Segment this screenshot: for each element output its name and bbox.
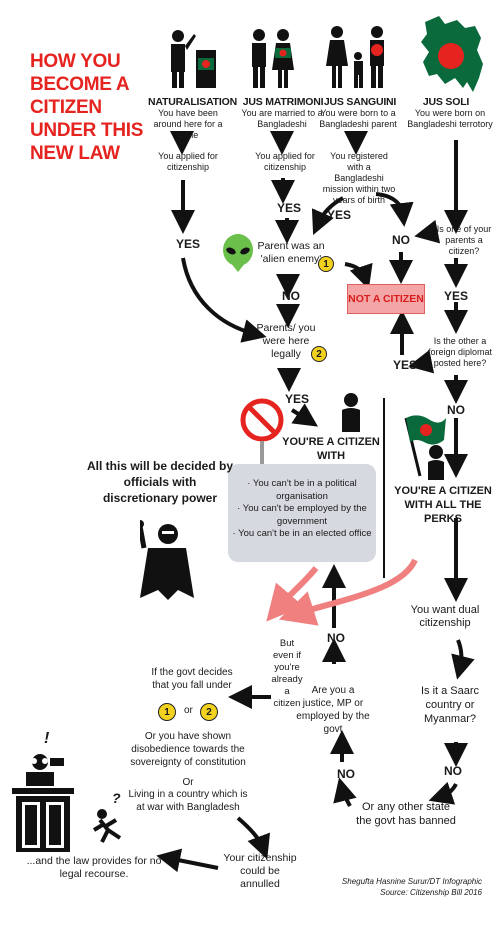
no-recourse-text: ...and the law provides for no legal rec… xyxy=(26,855,162,880)
alien-icon xyxy=(223,234,253,272)
one-parent-question: Is one of your parents a citizen? xyxy=(436,224,492,256)
restriction-item: · You can't be employed by the governmen… xyxy=(237,503,367,527)
naturalisation-applied: You applied for citizenship xyxy=(158,151,218,172)
saarc-no: NO xyxy=(444,764,462,778)
col-sanguini-head: JUS SANGUINI xyxy=(323,96,397,108)
parents-yes: YES xyxy=(285,392,310,406)
official-villain-icon xyxy=(140,520,194,600)
col-soli-head: JUS SOLI xyxy=(422,96,470,108)
marker-2-repeat: 2 xyxy=(200,703,218,721)
restriction-item: · You can't be in an elected office xyxy=(232,528,372,539)
restriction-item: · You can't be in a political organisati… xyxy=(247,478,357,502)
col-sanguini-desc: You were born to a Bangladeshi parent xyxy=(319,108,397,129)
even-if-text: But even if you're already a citizen xyxy=(271,638,303,709)
question-mark: ? xyxy=(112,790,121,806)
sanguini-registered: You registered with a Bangladeshi missio… xyxy=(322,151,396,205)
other-parent-yes: YES xyxy=(393,358,418,372)
other-parent-no: NO xyxy=(447,403,465,417)
judge-bench-icon xyxy=(12,754,74,852)
page-title: HOW YOU BECOME A CITIZEN UNDER THIS NEW … xyxy=(30,51,144,164)
justice-question: Are you a justice, MP or employed by the… xyxy=(296,685,370,735)
voter-icon xyxy=(171,30,216,88)
citizen-with-flag-icon xyxy=(404,415,446,480)
naturalisation-yes: YES xyxy=(176,237,201,251)
officials-note: All this will be decided by officials wi… xyxy=(86,459,234,505)
war-country-text: Living in a country which is at war with… xyxy=(128,789,248,813)
bangladesh-map-icon xyxy=(421,16,483,92)
family-icon xyxy=(326,26,384,88)
or-text: or xyxy=(184,705,193,716)
saarc-question: Is it a Saarc country or Myanmar? xyxy=(420,685,480,725)
col-soli-desc: You were born on Bangladeshi terrotory xyxy=(407,108,493,129)
sanguini-no: NO xyxy=(392,233,410,247)
no-entry-sign-icon xyxy=(240,398,284,468)
disobedience-text: Or you have shown disobedience towards t… xyxy=(130,731,246,768)
marker-1: 1 xyxy=(318,256,334,272)
annulled-text: Your citizenship could be annulled xyxy=(223,852,297,890)
matrimoni-applied: You applied for citizenship xyxy=(255,151,315,172)
marker-1-repeat: 1 xyxy=(158,703,176,721)
citizen-perks-title: YOU'RE A CITIZEN WITH ALL THE PERKS xyxy=(394,485,492,525)
sanguini-yes: YES xyxy=(327,208,352,222)
restrictions-box: · You can't be in a political organisati… xyxy=(228,464,376,562)
matrimoni-yes: YES xyxy=(277,201,302,215)
banned-no: NO xyxy=(337,767,355,781)
parents-legal-text: Parents/ you were here legally xyxy=(256,322,316,360)
col-naturalisation-desc: You have been around here for a while xyxy=(153,108,223,140)
alien-no: NO xyxy=(282,289,300,303)
alien-enemy-text: Parent was an 'alien enemy' xyxy=(257,240,325,265)
marker-2: 2 xyxy=(311,346,327,362)
dual-citizenship-text: You want dual citizenship xyxy=(410,604,480,629)
govt-decides-text: If the govt decides that you fall under xyxy=(151,667,233,691)
banned-state-text: Or any other state the govt has banned xyxy=(356,801,456,827)
col-matrimoni-desc: You are married to a Bangladeshi xyxy=(241,108,323,129)
credit-source: Source: Citizenship Bill 2016 xyxy=(380,888,482,897)
other-parent-question: Is the other a foreign diplomat posted h… xyxy=(427,336,493,368)
couple-icon xyxy=(252,29,294,88)
credit-author: Shegufta Hasnine Surur/DT Infographic xyxy=(341,877,482,886)
justice-no: NO xyxy=(327,631,345,645)
exclamation-mark: ! xyxy=(44,730,50,747)
person-icon xyxy=(342,393,360,432)
not-a-citizen-box: NOT A CITIZEN xyxy=(347,284,425,314)
col-matrimoni-head: JUS MATRIMONI xyxy=(242,96,324,108)
one-parent-yes: YES xyxy=(444,289,469,303)
col-naturalisation-head: NATURALISATION xyxy=(148,96,237,108)
confused-person-icon xyxy=(92,809,122,843)
or-separator: Or xyxy=(182,777,194,788)
